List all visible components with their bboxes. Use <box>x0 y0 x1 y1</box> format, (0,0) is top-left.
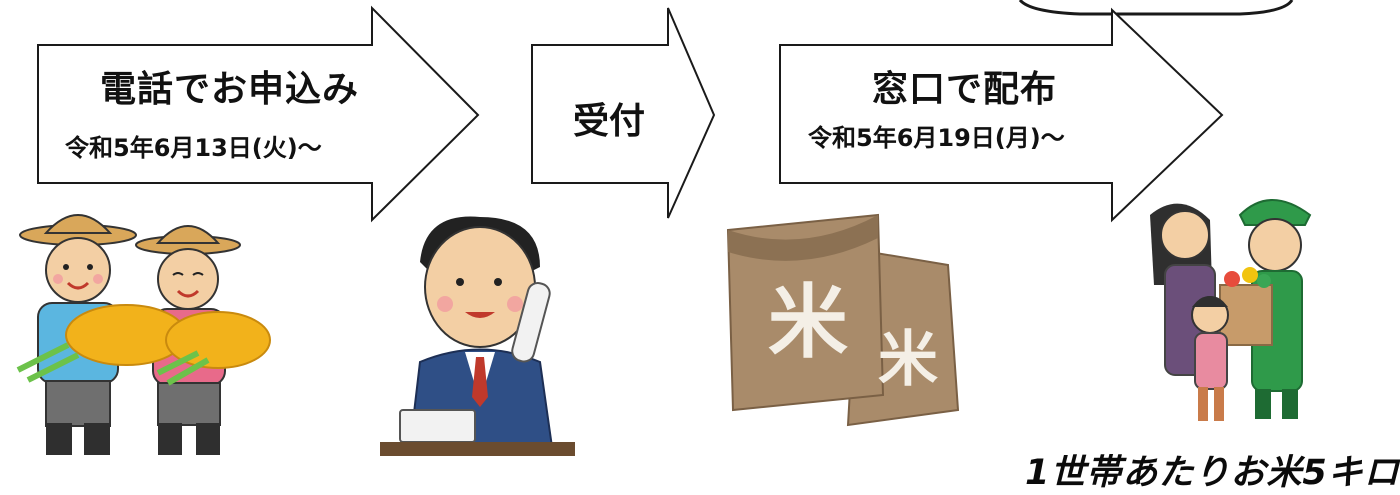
arrow-step-3 <box>779 7 1224 223</box>
step-3-label: 窓口で配布 <box>872 69 1058 110</box>
step-1-date: 令和5年6月13日(火)〜 <box>65 134 322 162</box>
farmers-with-rice-icon <box>16 214 271 455</box>
step-1-label: 電話でお申込み <box>100 69 360 110</box>
phone-operator-icon <box>380 216 575 456</box>
arrow-step-1 <box>37 5 480 223</box>
step-3-date: 令和5年6月19日(月)〜 <box>808 124 1065 152</box>
arrow-step-2 <box>531 7 716 219</box>
top-shape-fragment <box>1018 0 1294 16</box>
per-household-rice-note: 1世帯あたりお米5キロ <box>1025 453 1400 493</box>
rice-bag-char-back: 米 <box>878 325 938 395</box>
arrows-layer <box>37 0 1294 223</box>
family-receiving-bag-icon <box>1150 199 1312 421</box>
rice-bag-char-front: 米 <box>768 276 848 369</box>
rice-bags-icon: 米 米 <box>726 213 960 427</box>
flow-diagram: 電話でお申込み 令和5年6月13日(火)〜 受付 窓口で配布 令和5年6月19日… <box>16 0 1399 493</box>
step-2-label: 受付 <box>573 101 646 142</box>
